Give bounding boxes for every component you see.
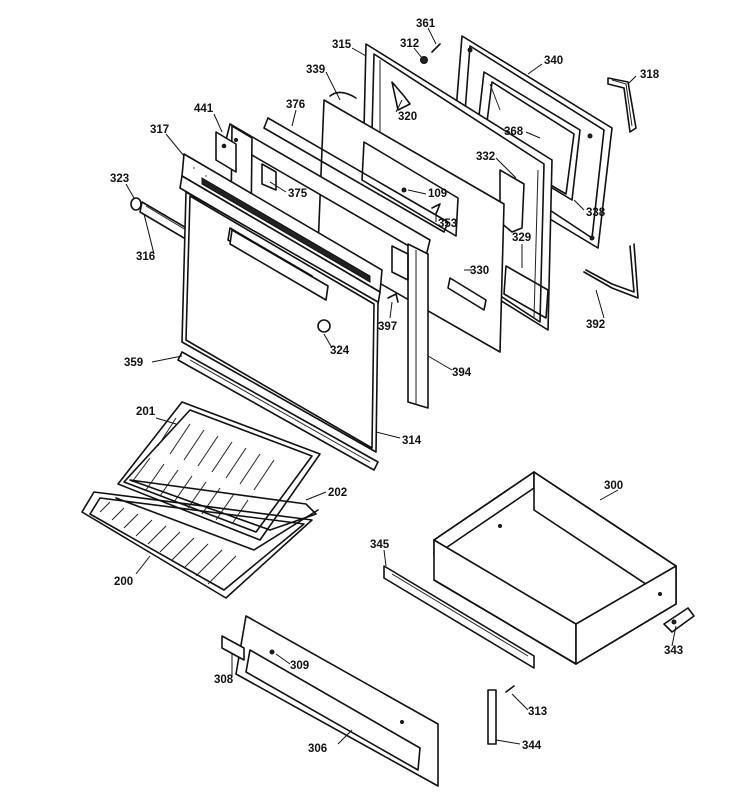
callout-315: 315: [332, 39, 352, 51]
outer-door-314: [181, 191, 379, 453]
callout-339: 339: [306, 64, 325, 76]
callout-320: 320: [398, 111, 417, 123]
callout-313: 313: [528, 706, 547, 718]
callout-309: 309: [290, 660, 309, 672]
callout-316: 316: [136, 251, 155, 263]
storage-drawer-300: [433, 471, 677, 665]
callout-312: 312: [400, 38, 419, 50]
callout-109: 109: [428, 188, 447, 200]
callout-labels: 361 312 315 340 318 339 376 320 441 368 …: [110, 18, 683, 755]
callout-306: 306: [308, 743, 327, 755]
callout-329: 329: [512, 232, 531, 244]
callout-343: 343: [664, 645, 683, 657]
drawer-front-306: [221, 615, 439, 787]
callout-317: 317: [150, 124, 169, 136]
callout-344: 344: [522, 740, 542, 752]
callout-300: 300: [604, 480, 623, 492]
callout-323: 323: [110, 173, 129, 185]
roller-343: [663, 607, 695, 633]
callout-376: 376: [286, 99, 305, 111]
gasket-318: [607, 77, 637, 133]
callout-353: 353: [438, 218, 457, 230]
drawer-rail-345: [383, 565, 535, 669]
bottom-trim-359: [177, 351, 379, 471]
drawer-parts-313-344: [487, 685, 515, 745]
vent-panel-317: [179, 153, 383, 305]
callout-332: 332: [476, 151, 495, 163]
side-bracket-394: [391, 243, 429, 409]
door-glass-339: [317, 91, 505, 353]
callout-361: 361: [416, 18, 436, 30]
callout-345: 345: [370, 539, 390, 551]
oven-rack-200: [81, 491, 313, 599]
callout-441: 441: [194, 103, 214, 115]
callout-340: 340: [544, 55, 563, 67]
bracket-441: [215, 131, 237, 173]
small-parts-109-353: [401, 187, 441, 215]
callout-318: 318: [640, 69, 660, 81]
callout-375: 375: [288, 188, 308, 200]
callout-330: 330: [470, 265, 489, 277]
callout-308: 308: [214, 674, 234, 686]
screws-361-312-320: [391, 43, 441, 111]
outer-door-panel-340: [451, 35, 613, 249]
callout-201: 201: [136, 406, 156, 418]
callout-324: 324: [330, 345, 350, 357]
door-wire-392: [583, 243, 639, 299]
callout-338: 338: [586, 207, 606, 219]
callout-200: 200: [114, 576, 133, 588]
callout-202: 202: [328, 487, 347, 499]
callout-392: 392: [586, 319, 605, 331]
callout-397: 397: [378, 321, 397, 333]
callout-368: 368: [504, 126, 524, 138]
callout-314: 314: [402, 435, 422, 447]
broiler-grid-201: [117, 401, 321, 541]
callout-394: 394: [452, 367, 472, 379]
leader-lines: [125, 27, 677, 745]
callout-359: 359: [124, 357, 143, 369]
clip-397: [387, 293, 399, 303]
